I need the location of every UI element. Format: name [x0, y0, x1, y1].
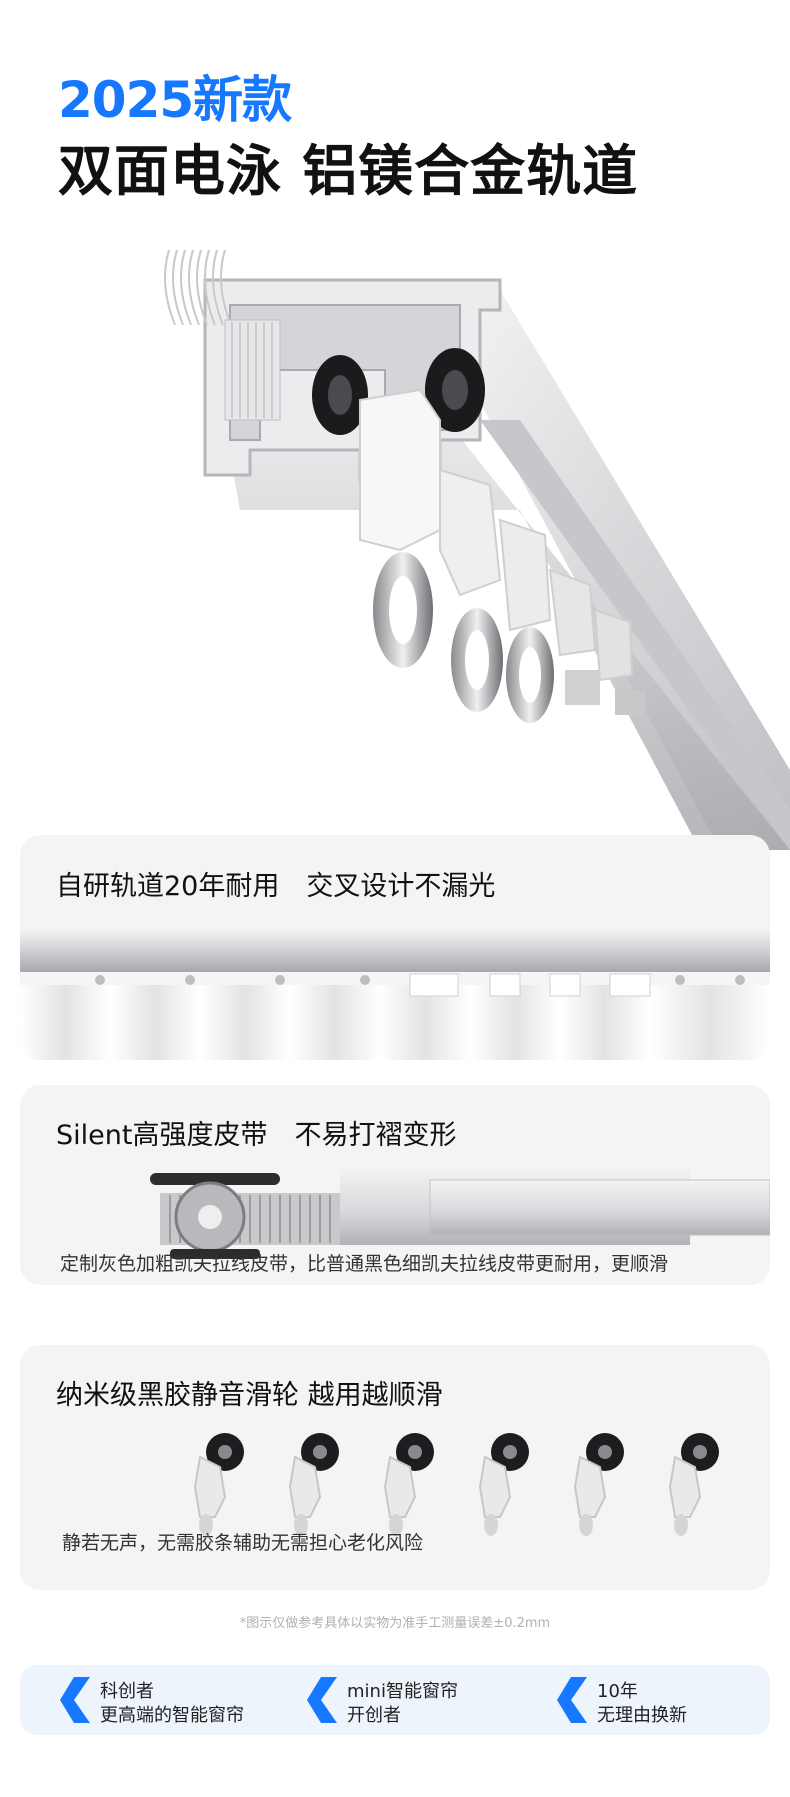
hero-section: 2025新款 双面电泳 铝镁合金轨道 — [0, 0, 790, 860]
feature-card-wheels: 纳米级黑胶静音滑轮 越用越顺滑 静若无声，无需胶条辅助无需担心老化风险 — [20, 1345, 770, 1590]
belt-pulley-image — [150, 1167, 770, 1259]
feature-card-title: 纳米级黑胶静音滑轮 越用越顺滑 — [56, 1380, 443, 1411]
track-curtain-image — [20, 930, 770, 1060]
feature-card-track: 自研轨道20年耐用 交叉设计不漏光 — [20, 835, 770, 1060]
feature-card-title: Silent高强度皮带 不易打褶变形 — [56, 1120, 457, 1151]
badge-line2: 更高端的智能窗帘 — [100, 1705, 244, 1726]
feature-card-subtitle: 定制灰色加粗凯夫拉线皮带，比普通黑色细凯夫拉线皮带更耐用，更顺滑 — [60, 1253, 669, 1275]
badge-line2: 开创者 — [347, 1705, 401, 1726]
badge-line1: mini智能窗帘 — [347, 1681, 458, 1702]
disclaimer-note: *图示仅做参考具体以实物为准手工测量误差±0.2mm — [239, 1616, 551, 1631]
model-year-title: 2025新款 — [58, 71, 292, 129]
feature-card-belt: Silent高强度皮带 不易打褶变形 定制灰色加粗凯夫拉线皮带，比普通黑色细凯夫… — [20, 1085, 770, 1285]
chevron-left-icon — [557, 1677, 587, 1723]
silent-wheels-image — [193, 1432, 720, 1537]
chevron-left-icon — [60, 1677, 90, 1723]
rail-cross-section-image — [164, 250, 790, 850]
brand-badges-bar: 科创者 更高端的智能窗帘 mini智能窗帘 开创者 10年 无理由换新 — [20, 1665, 770, 1735]
feature-card-title: 自研轨道20年耐用 交叉设计不漏光 — [56, 871, 496, 902]
badge-line2: 无理由换新 — [597, 1705, 687, 1726]
badge-line1: 科创者 — [100, 1681, 154, 1702]
badge-line1: 10年 — [597, 1681, 638, 1702]
product-headline: 双面电泳 铝镁合金轨道 — [58, 139, 639, 203]
feature-card-subtitle: 静若无声，无需胶条辅助无需担心老化风险 — [62, 1532, 424, 1554]
chevron-left-icon — [307, 1677, 337, 1723]
